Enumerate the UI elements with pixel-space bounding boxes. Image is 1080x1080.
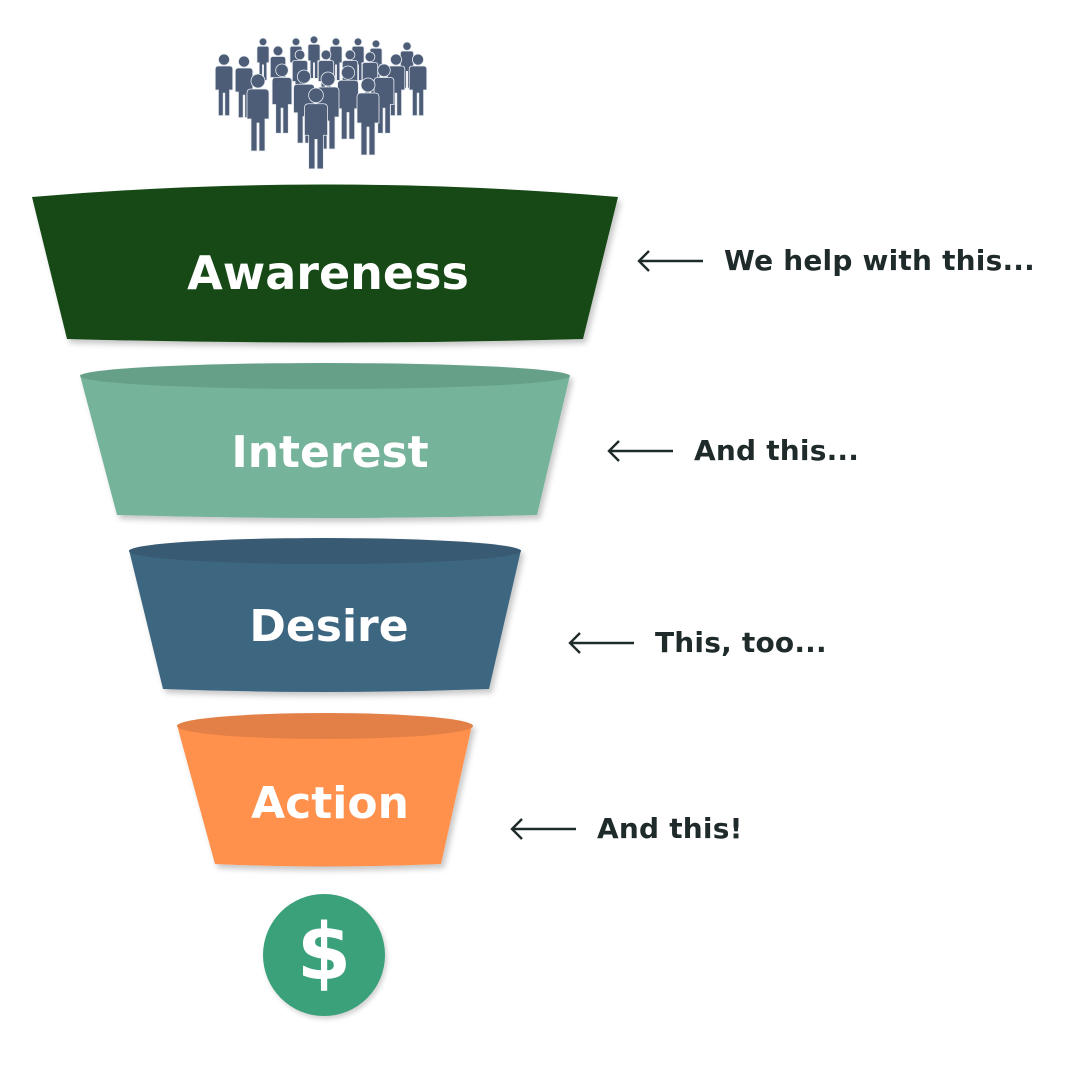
callout-text: We help with this... (724, 244, 1035, 277)
funnel-rim (177, 713, 473, 739)
people-crowd-icon (214, 35, 428, 170)
funnel-stage-desire: Desire (129, 538, 521, 692)
funnel-stage-interest: Interest (80, 363, 570, 518)
callout-awareness: We help with this... (636, 244, 1035, 277)
stage-label: Desire (249, 601, 408, 652)
funnel-band (80, 375, 570, 518)
funnel-band (32, 184, 618, 343)
callout-text: And this... (694, 434, 860, 467)
dollar-symbol: $ (296, 908, 352, 998)
callout-text: This, too... (655, 626, 827, 659)
stage-label: Interest (231, 427, 428, 478)
left-arrow-icon (607, 439, 673, 462)
callout-action: And this! (509, 812, 743, 845)
funnel-band (129, 550, 521, 692)
callout-desire: This, too... (567, 626, 827, 659)
stage-label: Awareness (187, 246, 469, 300)
funnel-rim (129, 538, 521, 564)
funnel-stage-awareness: Awareness (32, 184, 618, 343)
callout-interest: And this... (606, 434, 859, 467)
left-arrow-icon (568, 631, 634, 654)
stage-label: Action (251, 778, 409, 829)
dollar-coin-icon: $ (263, 894, 385, 1016)
left-arrow-icon (510, 817, 576, 840)
funnel-stage-action: Action (177, 713, 473, 867)
left-arrow-icon (637, 249, 703, 272)
funnel-band (177, 725, 472, 867)
funnel-rim (80, 363, 570, 389)
callout-text: And this! (597, 812, 743, 845)
